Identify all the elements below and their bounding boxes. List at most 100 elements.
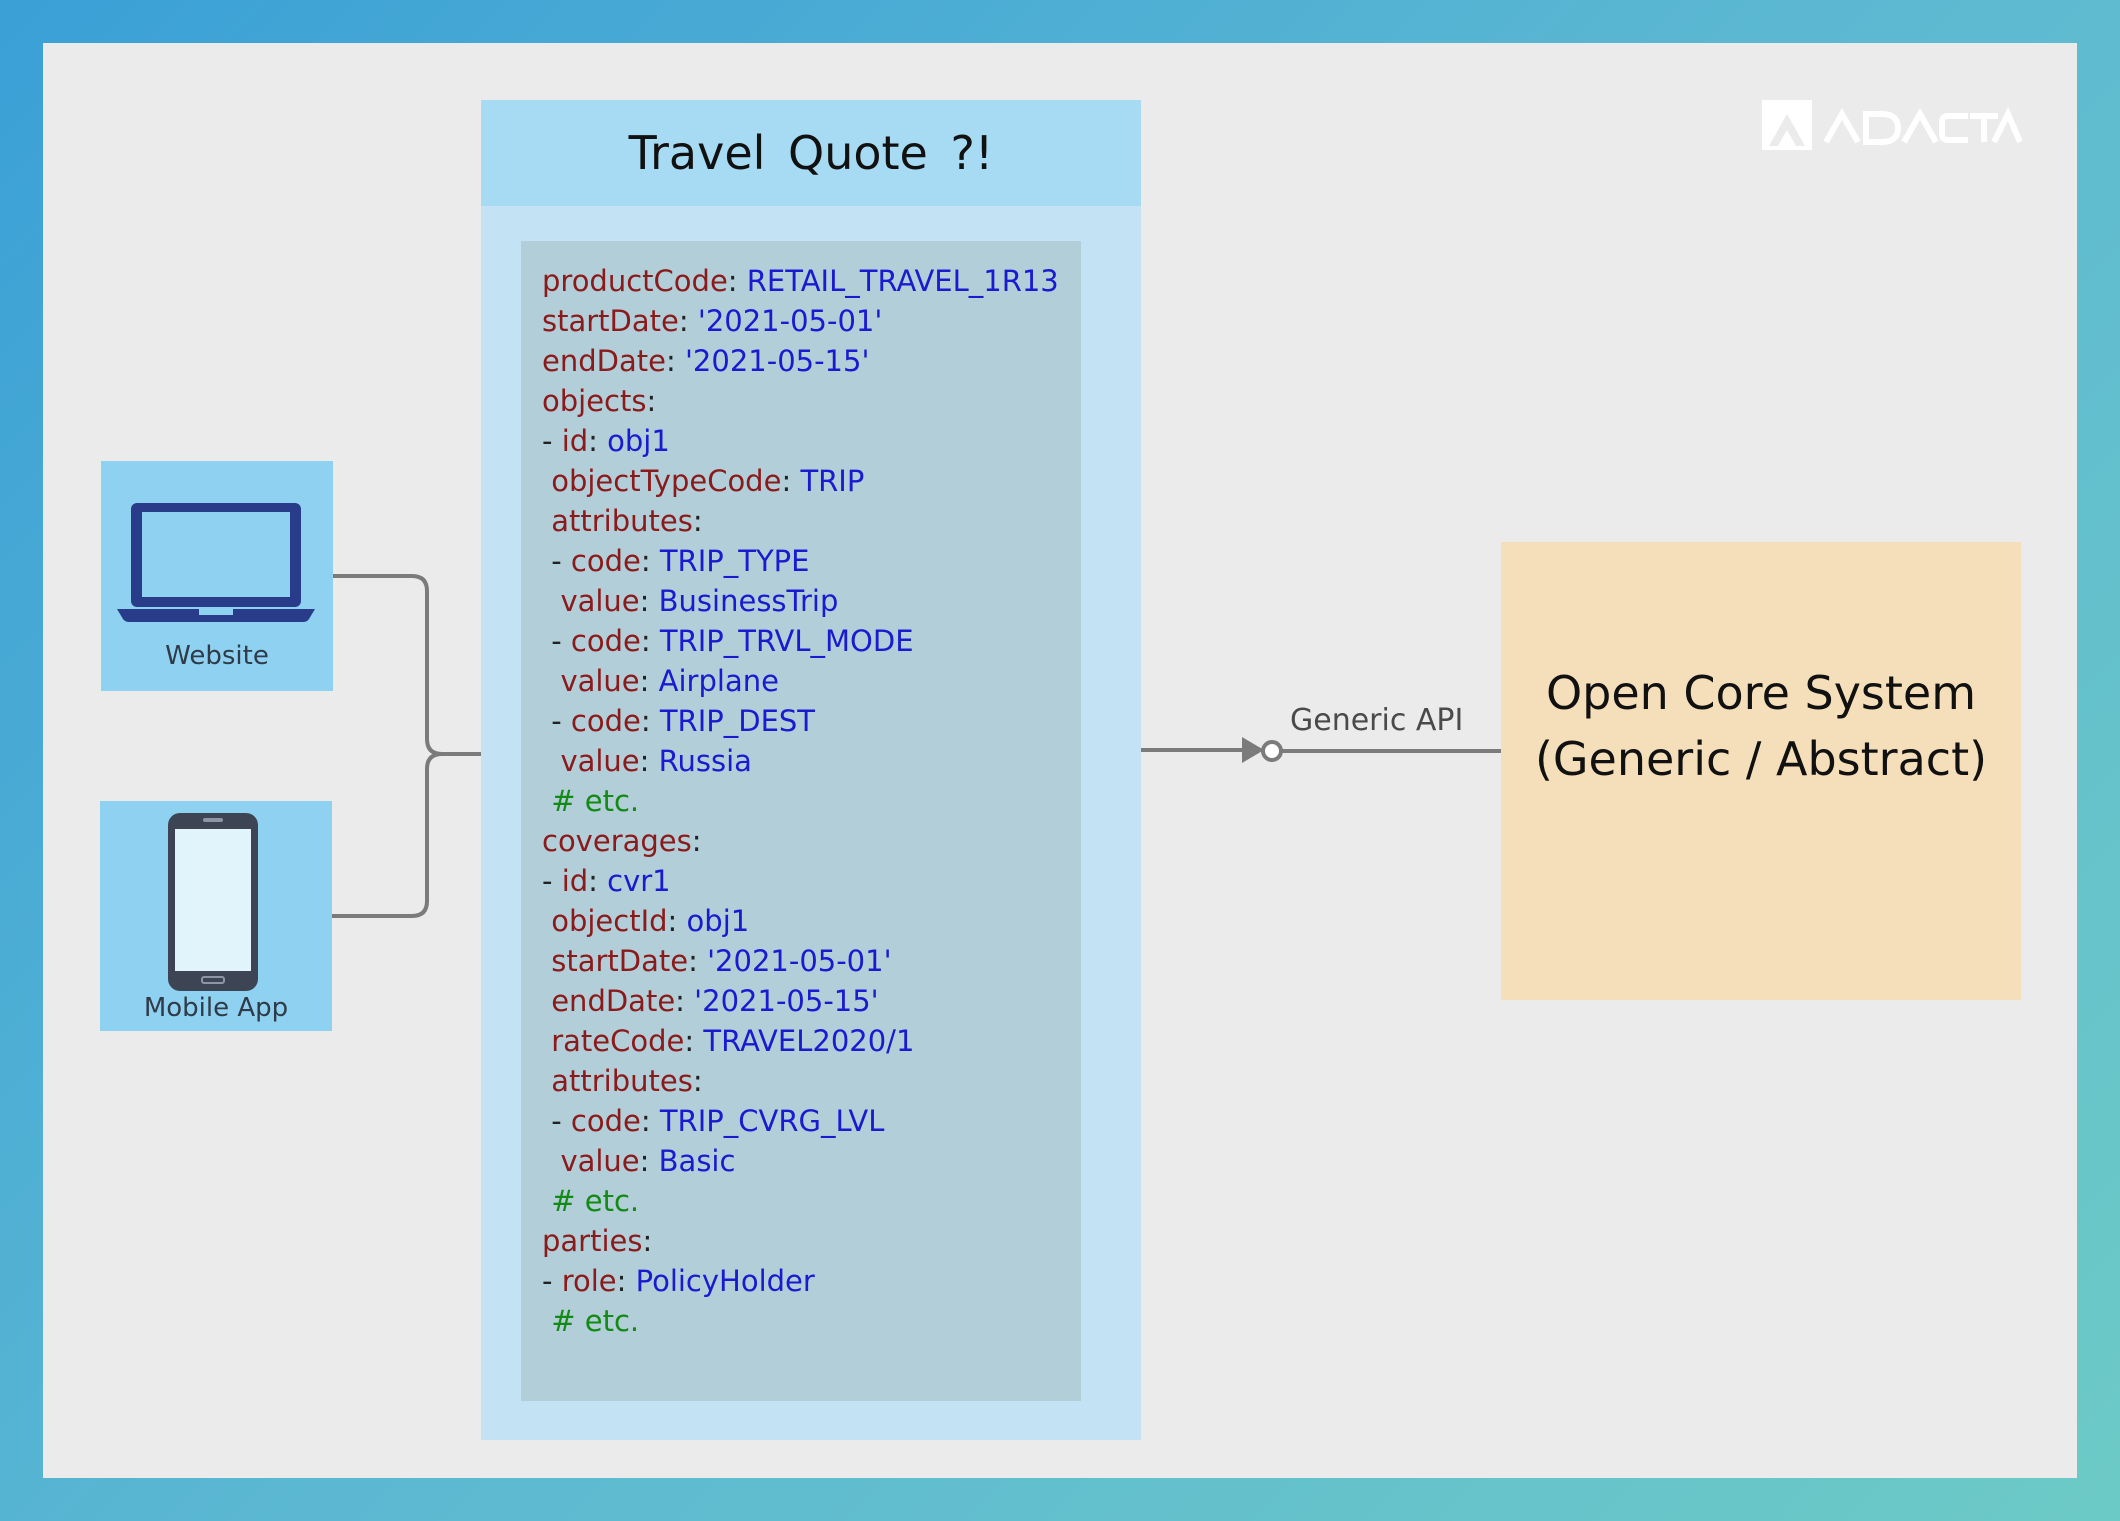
- code-value: TRIP: [800, 464, 865, 498]
- code-value: Airplane: [658, 664, 779, 698]
- code-indent: -: [542, 624, 571, 658]
- code-line: endDate: '2021-05-15': [542, 341, 1059, 381]
- code-colon: :: [588, 424, 608, 458]
- code-key: parties: [542, 1224, 643, 1258]
- code-colon: :: [781, 464, 801, 498]
- code-line: value: BusinessTrip: [542, 581, 1059, 621]
- mobile-app-label: Mobile App: [143, 993, 289, 1023]
- code-value: '2021-05-01': [697, 304, 883, 338]
- code-colon: :: [640, 624, 660, 658]
- code-value: TRIP_TRVL_MODE: [659, 624, 914, 658]
- code-value: obj1: [607, 424, 670, 458]
- code-colon: :: [588, 864, 608, 898]
- code-line: - id: obj1: [542, 421, 1059, 461]
- code-value: BusinessTrip: [658, 584, 839, 618]
- code-line: parties:: [542, 1221, 1059, 1261]
- code-key: id: [561, 424, 589, 458]
- code-line: - code: TRIP_TYPE: [542, 541, 1059, 581]
- code-line: # etc.: [542, 1181, 1059, 1221]
- code-line: - code: TRIP_CVRG_LVL: [542, 1101, 1059, 1141]
- code-indent: -: [542, 544, 571, 578]
- code-indent: [542, 1304, 551, 1338]
- code-line: - code: TRIP_DEST: [542, 701, 1059, 741]
- code-colon: :: [640, 1104, 660, 1138]
- code-value: obj1: [686, 904, 750, 938]
- adacta-logo: [1762, 100, 2022, 150]
- code-line: endDate: '2021-05-15': [542, 981, 1059, 1021]
- code-colon: :: [727, 264, 747, 298]
- code-colon: :: [667, 904, 687, 938]
- code-line: # etc.: [542, 1301, 1059, 1341]
- code-colon: :: [665, 344, 685, 378]
- mobile-connector: [331, 752, 500, 918]
- code-colon: :: [640, 544, 660, 578]
- code-line: startDate: '2021-05-01': [542, 941, 1059, 981]
- code-colon: :: [675, 984, 695, 1018]
- code-line: coverages:: [542, 821, 1059, 861]
- code-line: productCode: RETAIL_TRAVEL_1R13: [542, 261, 1059, 301]
- code-colon: :: [616, 1264, 636, 1298]
- website-client: Website: [101, 461, 333, 691]
- code-comment: # etc.: [551, 784, 640, 818]
- code-value: '2021-05-15': [684, 344, 870, 378]
- code-indent: -: [542, 424, 562, 458]
- code-colon: :: [639, 1144, 659, 1178]
- code-key: code: [570, 1104, 641, 1138]
- code-key: endDate: [542, 344, 666, 378]
- code-value: Basic: [658, 1144, 736, 1178]
- code-line: objectId: obj1: [542, 901, 1059, 941]
- code-value: '2021-05-15': [694, 984, 879, 1018]
- code-key: value: [560, 744, 640, 778]
- code-colon: :: [640, 704, 660, 738]
- quote-payload-code: productCode: RETAIL_TRAVEL_1R13 startDate…: [521, 241, 1081, 1401]
- code-key: endDate: [551, 984, 676, 1018]
- api-arrowhead: [1242, 737, 1264, 763]
- code-indent: [542, 984, 551, 1018]
- code-value: '2021-05-01': [707, 944, 892, 978]
- code-key: objects: [542, 384, 647, 418]
- code-indent: [542, 1064, 551, 1098]
- code-indent: [542, 464, 551, 498]
- code-key: code: [570, 624, 641, 658]
- code-value: TRAVEL2020/1: [703, 1024, 915, 1058]
- code-line: attributes:: [542, 501, 1059, 541]
- code-line: value: Russia: [542, 741, 1059, 781]
- core-title-line2: (Generic / Abstract): [1534, 732, 1988, 786]
- website-label: Website: [165, 641, 269, 671]
- code-colon: :: [639, 584, 659, 618]
- code-indent: -: [542, 1264, 562, 1298]
- code-colon: :: [678, 304, 698, 338]
- code-indent: [542, 504, 551, 538]
- code-indent: [542, 664, 560, 698]
- api-interface-socket: [1261, 740, 1283, 762]
- code-line: - id: cvr1: [542, 861, 1059, 901]
- code-key: attributes: [551, 504, 693, 538]
- laptop-icon: [117, 503, 315, 622]
- code-key: objectId: [551, 904, 668, 938]
- code-value: RETAIL_TRAVEL_1R13: [746, 264, 1059, 298]
- code-line: value: Basic: [542, 1141, 1059, 1181]
- code-line: attributes:: [542, 1061, 1059, 1101]
- code-line: objects:: [542, 381, 1059, 421]
- core-title-line1: Open Core System: [1545, 666, 1977, 720]
- code-value: TRIP_TYPE: [659, 544, 810, 578]
- code-line: # etc.: [542, 781, 1059, 821]
- code-lines: productCode: RETAIL_TRAVEL_1R13 startDate…: [542, 261, 1059, 1341]
- code-colon: :: [639, 744, 659, 778]
- code-key: coverages: [542, 824, 692, 858]
- smartphone-icon: [168, 813, 258, 991]
- code-indent: -: [542, 1104, 571, 1138]
- code-colon: :: [691, 824, 711, 858]
- code-colon: :: [692, 504, 712, 538]
- code-value: TRIP_CVRG_LVL: [659, 1104, 885, 1138]
- travel-quote-panel: Travel Quote ?! productCode: RETAIL_TRAV…: [481, 100, 1141, 1440]
- code-colon: :: [646, 384, 666, 418]
- code-colon: :: [642, 1224, 662, 1258]
- code-colon: :: [692, 1064, 712, 1098]
- code-colon: :: [688, 944, 708, 978]
- code-key: objectTypeCode: [551, 464, 782, 498]
- code-line: rateCode: TRAVEL2020/1: [542, 1021, 1059, 1061]
- mobile-app-client: Mobile App: [100, 801, 332, 1031]
- website-connector: [333, 574, 500, 756]
- code-line: value: Airplane: [542, 661, 1059, 701]
